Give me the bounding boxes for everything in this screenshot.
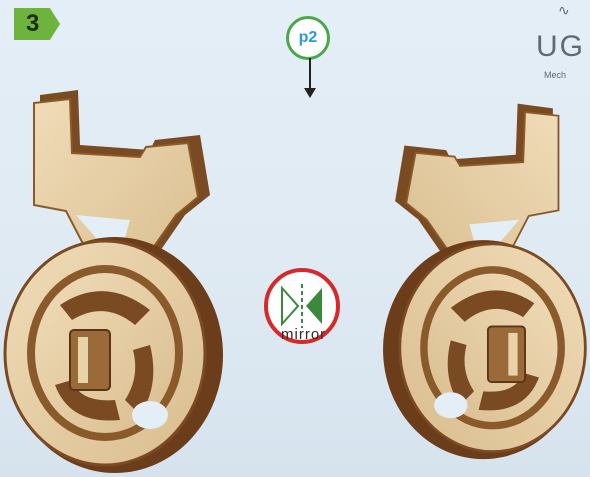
brand-logo: ∿ UG Mech — [530, 0, 590, 90]
brand-swirl-icon: ∿ — [558, 2, 570, 19]
part-callout-p2: p2 — [286, 16, 330, 60]
left-wooden-part — [0, 85, 250, 475]
brand-subtitle: Mech — [544, 70, 566, 80]
step-number-badge: 3 — [14, 8, 60, 40]
right-wooden-part — [358, 85, 590, 475]
part-label: p2 — [299, 29, 318, 47]
step-number: 3 — [26, 10, 39, 38]
brand-logo-text: UG — [536, 30, 585, 64]
down-arrow-icon — [300, 58, 320, 100]
mirror-label: mirror — [281, 326, 326, 343]
